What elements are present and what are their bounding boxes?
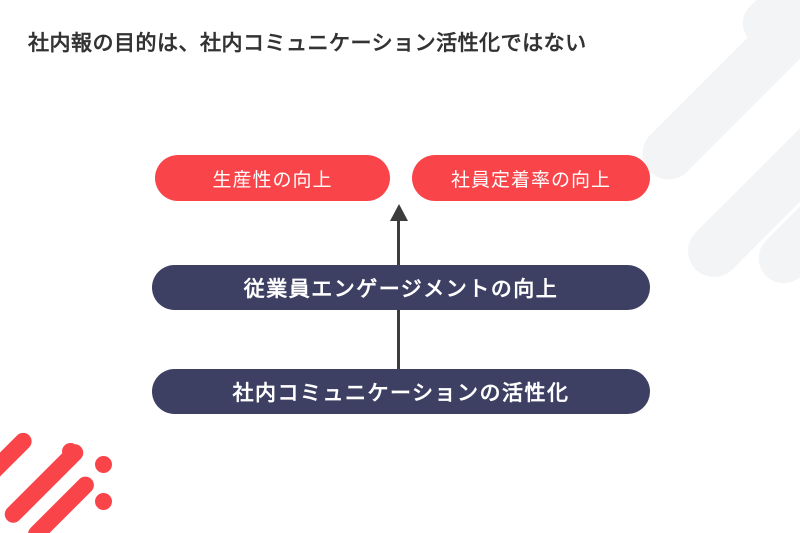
stage-node-communication: 社内コミュニケーションの活性化 (152, 369, 650, 414)
page-title: 社内報の目的は、社内コミュニケーション活性化ではない (28, 32, 587, 55)
outcome-node-retention: 社員定着率の向上 (412, 155, 650, 201)
flow-arrow-head-up-icon (390, 204, 408, 221)
stage-node-engagement: 従業員エンゲージメントの向上 (152, 265, 650, 310)
outcome-node-productivity: 生産性の向上 (155, 155, 390, 201)
